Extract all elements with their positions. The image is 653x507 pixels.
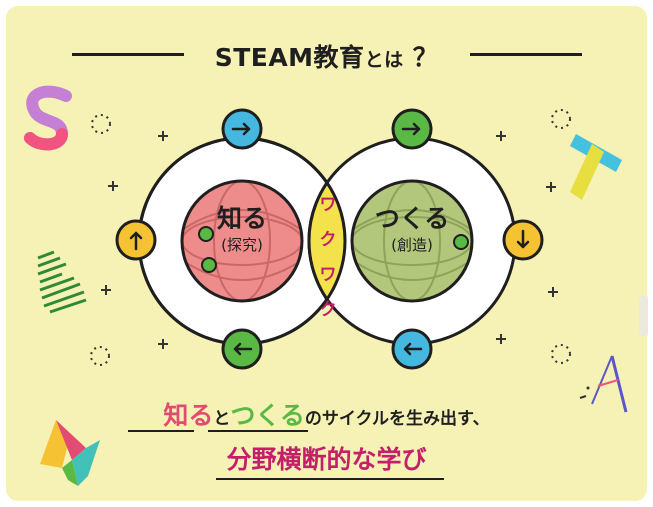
creation-label: (創造)	[391, 236, 433, 254]
scroll-handle[interactable]	[639, 296, 648, 336]
arrow-up-icon	[115, 219, 157, 261]
letter-a-decoration	[579, 355, 628, 413]
plus-decorations	[101, 131, 558, 349]
letter-s-decoration	[24, 85, 72, 151]
tagline-make-underline	[208, 430, 308, 432]
dotted-circle-decorations	[90, 109, 571, 366]
letter-m-decoration	[40, 420, 100, 486]
arrow-left-icon	[221, 328, 263, 370]
green-ball	[350, 179, 474, 303]
know-label: 知る	[216, 204, 267, 233]
overlap-char: ワ	[319, 265, 337, 285]
overlap-lens	[307, 138, 345, 344]
tagline-make: つくる	[230, 401, 305, 430]
tagline-know: 知る	[163, 401, 214, 430]
tagline-and: と	[213, 409, 231, 429]
overlap-text: ワ ク ワ ク	[312, 190, 344, 320]
tagline-know-underline	[128, 430, 194, 432]
title-main: STEAM教育	[214, 43, 365, 72]
arrow-down-icon	[502, 219, 544, 261]
conclusion-underline	[216, 478, 444, 480]
arrow-right-icon	[391, 108, 433, 150]
title-rule-right	[470, 53, 582, 56]
arrow-left-icon	[391, 328, 433, 370]
orbit-dots	[198, 226, 469, 273]
title-small: とは	[364, 49, 404, 71]
page-title: STEAM教育とは ？	[0, 38, 653, 74]
arrow-right-icon	[221, 108, 263, 150]
inquiry-label: (探究)	[221, 236, 263, 254]
tagline-rest: のサイクルを生み出す、	[304, 409, 490, 429]
overlap-char: ク	[319, 300, 337, 320]
overlap-char: ク	[319, 230, 337, 250]
title-question-mark: ？	[412, 43, 439, 72]
left-circle-label: 知る (探究)	[192, 205, 292, 255]
right-circle-label: つくる (創造)	[357, 205, 467, 255]
conclusion-text: 分野横断的な学び	[226, 445, 427, 474]
letter-e-decoration	[37, 250, 87, 314]
make-label: つくる	[374, 204, 450, 233]
letter-t-decoration	[570, 134, 622, 200]
overlap-char: ワ	[319, 195, 337, 215]
title-rule-left	[72, 53, 184, 56]
tagline: 知るとつくるのサイクルを生み出す、	[0, 396, 653, 432]
